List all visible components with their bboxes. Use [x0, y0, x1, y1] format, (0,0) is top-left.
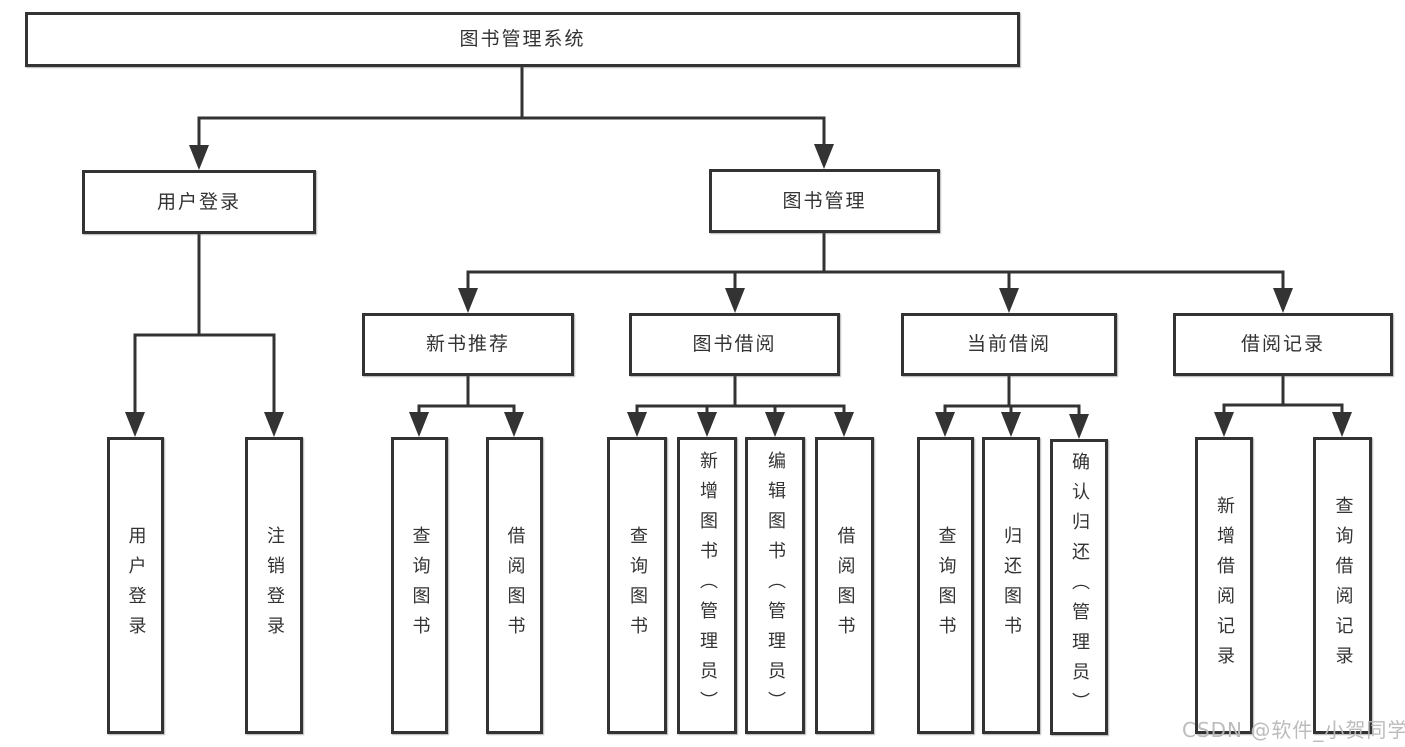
- node-query-books-borrow-label: 查询图书: [627, 525, 648, 646]
- node-current-borrowing-label: 当前借阅: [966, 333, 1051, 355]
- arrowhead-icon: [189, 145, 209, 170]
- node-confirm-return-admin-label: 确认归还（管理员）: [1069, 452, 1090, 722]
- node-query-books-current: 查询图书: [917, 437, 974, 734]
- arrowhead-icon: [935, 412, 955, 437]
- arrowhead-icon: [725, 288, 745, 313]
- arrowhead-icon: [264, 412, 284, 437]
- node-borrowing-records-label: 借阅记录: [1240, 333, 1325, 355]
- node-add-borrow-record: 新增借阅记录: [1195, 437, 1253, 734]
- arrowhead-icon: [409, 412, 429, 437]
- node-edit-books-admin: 编辑图书（管理员）: [745, 437, 805, 734]
- arrowhead-icon: [125, 412, 145, 437]
- node-book-borrowing-label: 图书借阅: [692, 333, 777, 355]
- arrowhead-icon: [999, 288, 1019, 313]
- node-return-books-label: 归还图书: [1001, 525, 1022, 646]
- node-query-books-borrow: 查询图书: [607, 437, 667, 734]
- node-new-book-recommend-label: 新书推荐: [425, 333, 510, 355]
- node-book-management: 图书管理: [709, 169, 940, 233]
- node-book-borrowing: 图书借阅: [629, 313, 840, 376]
- arrowhead-icon: [834, 412, 854, 437]
- node-logout: 注销登录: [245, 437, 303, 734]
- node-borrow-books-recommend-label: 借阅图书: [504, 525, 526, 646]
- arrowhead-icon: [1069, 414, 1089, 439]
- node-add-books-admin-label: 新增图书（管理员）: [697, 450, 718, 721]
- node-user-login-action: 用户登录: [107, 437, 164, 734]
- node-user-login-action-label: 用户登录: [125, 525, 147, 646]
- node-logout-label: 注销登录: [264, 525, 285, 646]
- arrowhead-icon: [697, 412, 717, 437]
- arrowhead-icon: [504, 412, 524, 437]
- arrowhead-icon: [1332, 412, 1352, 437]
- node-library-system: 图书管理系统: [25, 12, 1020, 67]
- node-query-books-recommend-label: 查询图书: [409, 525, 431, 646]
- node-borrow-books: 借阅图书: [815, 437, 874, 734]
- arrowhead-icon: [1214, 412, 1234, 437]
- node-borrow-books-label: 借阅图书: [834, 525, 856, 646]
- node-return-books: 归还图书: [982, 437, 1040, 734]
- node-borrow-books-recommend: 借阅图书: [486, 437, 543, 734]
- arrowhead-icon: [458, 288, 478, 313]
- arrowhead-icon: [1001, 412, 1021, 437]
- arrowhead-icon: [765, 412, 785, 437]
- node-user-login-label: 用户登录: [156, 190, 241, 213]
- node-query-borrow-record: 查询借阅记录: [1313, 437, 1372, 734]
- arrowhead-icon: [1273, 288, 1293, 313]
- node-current-borrowing: 当前借阅: [901, 313, 1117, 376]
- node-confirm-return-admin: 确认归还（管理员）: [1050, 439, 1108, 735]
- watermark: CSDN @软件_小贺同学: [1182, 718, 1405, 742]
- node-query-books-recommend: 查询图书: [391, 437, 448, 734]
- node-user-login: 用户登录: [82, 170, 316, 234]
- node-add-borrow-record-label: 新增借阅记录: [1214, 495, 1235, 676]
- node-new-book-recommend: 新书推荐: [362, 313, 574, 376]
- node-query-books-current-label: 查询图书: [935, 525, 957, 646]
- node-add-books-admin: 新增图书（管理员）: [677, 437, 737, 734]
- arrowhead-icon: [627, 412, 647, 437]
- node-book-management-label: 图书管理: [782, 189, 867, 212]
- node-borrowing-records: 借阅记录: [1173, 313, 1393, 376]
- node-query-borrow-record-label: 查询借阅记录: [1332, 495, 1354, 676]
- node-library-system-label: 图书管理系统: [459, 28, 586, 50]
- arrowhead-icon: [814, 144, 834, 169]
- node-edit-books-admin-label: 编辑图书（管理员）: [765, 450, 786, 721]
